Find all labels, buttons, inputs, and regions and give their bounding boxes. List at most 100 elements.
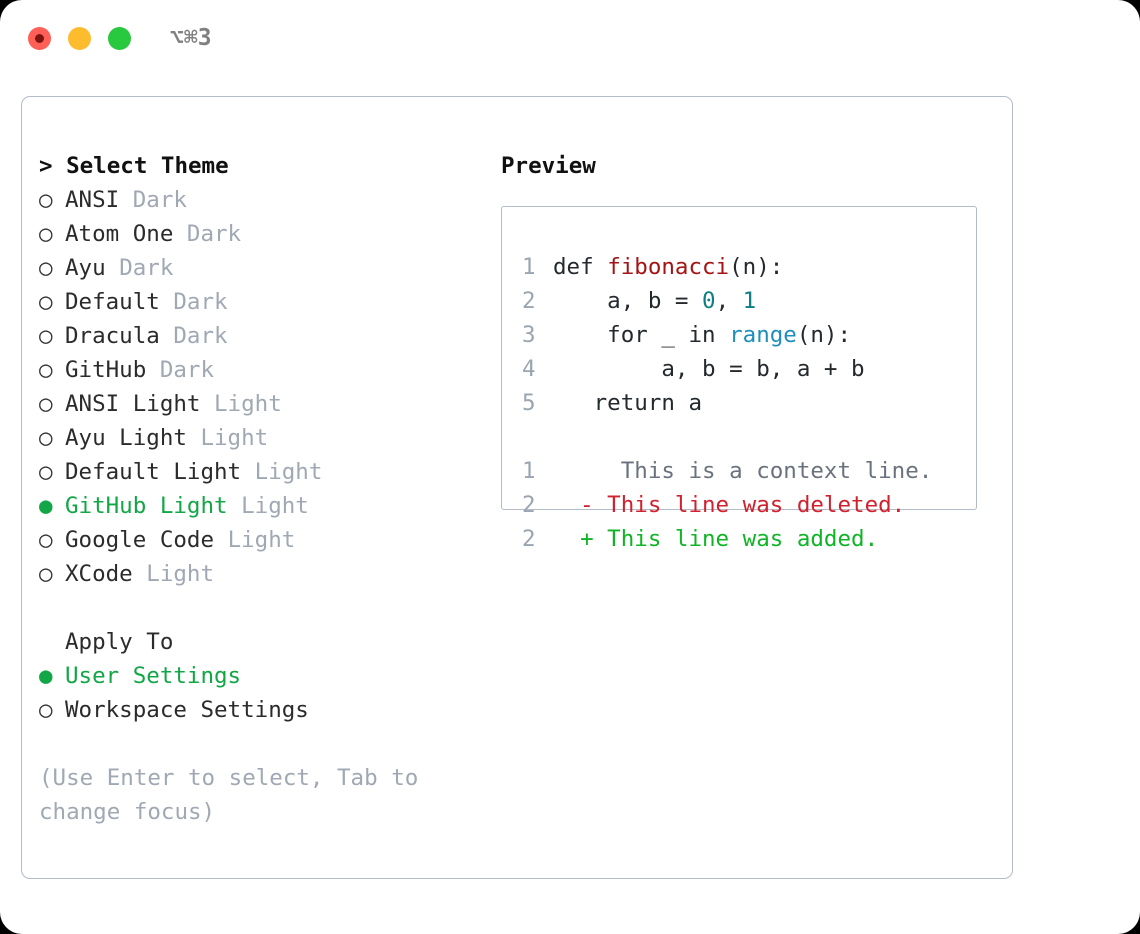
code-line: 1 def fibonacci(n): — [522, 250, 976, 284]
code-token: return a — [553, 390, 703, 416]
diff-sample: 1 This is a context line.2 - This line w… — [522, 454, 976, 556]
list-spacer — [39, 591, 479, 625]
theme-options-list: ○ANSI Dark○Atom One Dark○Ayu Dark○Defaul… — [39, 183, 479, 591]
code-token: fibonacci — [607, 254, 730, 280]
theme-option-label: Default Light — [65, 459, 255, 485]
apply-to-options-list: ● User Settings ○ Workspace Settings — [39, 659, 479, 727]
zoom-window-button[interactable] — [108, 27, 131, 50]
diff-marker: - — [553, 492, 594, 518]
theme-option-label: Ayu — [65, 255, 120, 281]
radio-unselected-icon: ○ — [39, 561, 53, 587]
radio-unselected-icon: ○ — [39, 357, 53, 383]
theme-variant-label: Light — [146, 561, 215, 587]
code-line: 5 return a — [522, 386, 976, 420]
theme-variant-label: Light — [214, 391, 282, 417]
theme-option-row[interactable]: ○ Default Dark — [39, 285, 479, 319]
theme-option-row[interactable]: ○ XCode Light — [39, 557, 479, 591]
radio-unselected-icon: ○ — [39, 425, 53, 451]
theme-variant-label: Light — [254, 459, 323, 485]
radio-unselected-icon: ○ — [39, 221, 53, 247]
theme-variant-label: Dark — [173, 323, 228, 349]
code-token: , — [715, 288, 743, 314]
theme-variant-label: Light — [227, 527, 296, 553]
theme-option-label: XCode — [65, 561, 147, 587]
line-number: 1 — [522, 254, 536, 280]
diff-text: This line was added. — [593, 526, 879, 552]
apply-to-option-row[interactable]: ● User Settings — [39, 659, 479, 693]
theme-option-label: ANSI Light — [65, 391, 215, 417]
radio-unselected-icon: ○ — [39, 697, 53, 723]
line-number: 2 — [522, 526, 536, 552]
line-number: 1 — [522, 458, 536, 484]
theme-option-label: Atom One — [65, 221, 187, 247]
keyboard-shortcut-label: ⌥⌘3 — [170, 25, 212, 51]
theme-option-row[interactable]: ○ ANSI Light Light — [39, 387, 479, 421]
theme-variant-label: Dark — [132, 187, 187, 213]
radio-unselected-icon: ○ — [39, 289, 53, 315]
line-number: 4 — [522, 356, 536, 382]
prompt-caret-icon: > — [39, 153, 67, 179]
theme-variant-label: Dark — [173, 289, 228, 315]
theme-option-row[interactable]: ○ Ayu Light Light — [39, 421, 479, 455]
line-number: 5 — [522, 390, 536, 416]
theme-variant-label: Dark — [186, 221, 242, 247]
code-token: for _ in — [553, 322, 730, 348]
line-number: 3 — [522, 322, 536, 348]
diff-text: This line was deleted. — [593, 492, 906, 518]
radio-unselected-icon: ○ — [39, 323, 53, 349]
theme-option-label: Google Code — [65, 527, 228, 553]
code-token: 1 — [742, 288, 757, 314]
title-bar: ⌥⌘3 — [0, 0, 1140, 78]
theme-variant-label: Dark — [119, 255, 174, 281]
theme-variant-label: Light — [200, 425, 269, 451]
diff-line: 1 This is a context line. — [522, 454, 976, 488]
radio-selected-icon: ● — [39, 493, 53, 519]
theme-option-label: GitHub Light — [65, 493, 242, 519]
keyboard-hint-text: (Use Enter to select, Tab to change focu… — [39, 765, 419, 825]
radio-unselected-icon: ○ — [39, 527, 53, 553]
minimize-window-button[interactable] — [68, 27, 91, 50]
code-line: 3 for _ in range(n): — [522, 318, 976, 352]
apply-to-option-label: Workspace Settings — [65, 697, 309, 723]
code-token: a, b = b, a + b — [553, 356, 865, 382]
theme-option-label: GitHub — [65, 357, 160, 383]
theme-option-row[interactable]: ○Default Light Light — [39, 455, 479, 489]
diff-text: This is a context line. — [593, 458, 933, 484]
theme-list-header-label: Select Theme — [66, 153, 229, 179]
code-token: range — [729, 322, 797, 348]
diff-marker: + — [553, 526, 594, 552]
theme-option-label: ANSI — [65, 187, 133, 213]
theme-option-label: Ayu Light — [65, 425, 201, 451]
theme-option-row[interactable]: ○ Atom One Dark — [39, 217, 479, 251]
theme-option-row[interactable]: ○ Dracula Dark — [39, 319, 479, 353]
apply-to-title: Apply To — [65, 629, 174, 655]
diff-marker — [553, 458, 594, 484]
code-token: (n): — [729, 254, 784, 280]
close-window-button[interactable] — [28, 27, 51, 50]
preview-gap — [522, 420, 976, 454]
theme-option-row[interactable]: ○ Ayu Dark — [39, 251, 479, 285]
code-line: 2 a, b = 0, 1 — [522, 284, 976, 318]
diff-line: 2 - This line was deleted. — [522, 488, 976, 522]
theme-option-row[interactable]: ○GitHub Dark — [39, 353, 479, 387]
code-token: a, b = — [553, 288, 703, 314]
apply-to-option-label: User Settings — [65, 663, 242, 689]
theme-option-label: Dracula — [65, 323, 174, 349]
radio-unselected-icon: ○ — [39, 391, 53, 417]
theme-option-row[interactable]: ●GitHub Light Light — [39, 489, 479, 523]
radio-unselected-icon: ○ — [39, 187, 53, 213]
theme-option-row[interactable]: ○ ANSI Dark — [39, 183, 479, 217]
radio-selected-icon: ● — [39, 663, 53, 689]
radio-unselected-icon: ○ — [39, 255, 53, 281]
apply-to-option-row[interactable]: ○ Workspace Settings — [39, 693, 479, 727]
theme-option-label: Default — [65, 289, 174, 315]
code-line: 4 a, b = b, a + b — [522, 352, 976, 386]
theme-option-row[interactable]: ○ Google Code Light — [39, 523, 479, 557]
code-token: def — [553, 254, 608, 280]
line-number: 2 — [522, 492, 536, 518]
line-number: 2 — [522, 288, 536, 314]
